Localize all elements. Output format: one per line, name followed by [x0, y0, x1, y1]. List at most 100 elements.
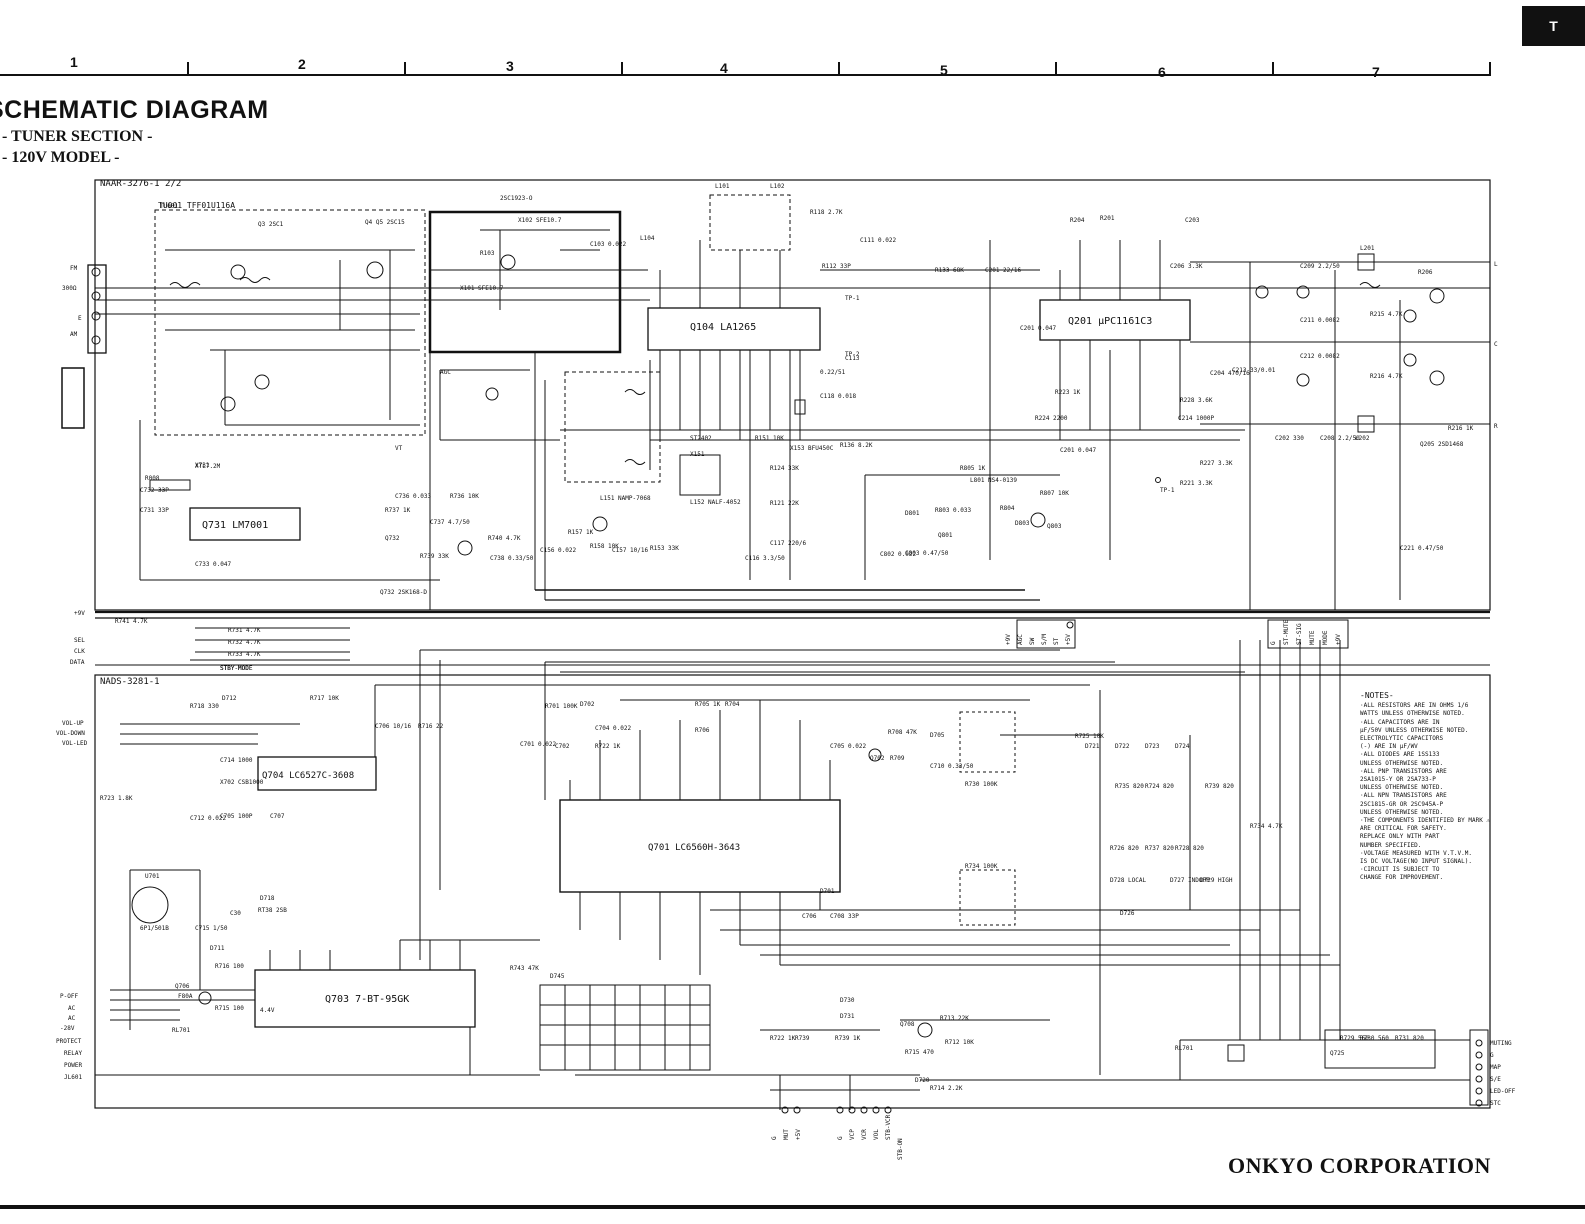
terminal-vol-led: VOL-LED — [62, 740, 88, 747]
svg-text:Q725: Q725 — [1330, 1050, 1345, 1057]
svg-text:D705: D705 — [930, 732, 945, 739]
note-line: UNLESS OTHERWISE NOTED. — [1360, 784, 1444, 792]
terminal-protect: PROTECT — [56, 1038, 82, 1045]
svg-text:C118 0.018: C118 0.018 — [820, 393, 857, 400]
svg-text:C733 0.047: C733 0.047 — [195, 561, 232, 568]
svg-text:R221 3.3K: R221 3.3K — [1180, 480, 1213, 487]
svg-text:RT38 2SB: RT38 2SB — [258, 907, 287, 914]
svg-text:R124 33K: R124 33K — [770, 465, 799, 472]
svg-text:C208 2.2/50: C208 2.2/50 — [1320, 435, 1360, 442]
label-vt: VT — [395, 445, 403, 452]
q201-label: Q201 µPC1161C3 — [1068, 316, 1152, 327]
note-line: ·ALL NPN TRANSISTORS ARE — [1360, 792, 1447, 800]
jl102-pin-5: MODE — [1322, 630, 1329, 645]
svg-text:R733 4.7K: R733 4.7K — [228, 651, 261, 658]
svg-text:R215 4.7K: R215 4.7K — [1370, 311, 1403, 318]
svg-text:R739 820: R739 820 — [1205, 783, 1234, 790]
zone-4-label: 4 — [720, 60, 728, 76]
svg-text:R715 100: R715 100 — [215, 1005, 244, 1012]
terminal-muting: MUTING — [1490, 1040, 1512, 1047]
svg-text:D722: D722 — [1115, 743, 1130, 750]
svg-text:C201 0.047: C201 0.047 — [1020, 325, 1057, 332]
svg-text:C203: C203 — [1185, 217, 1200, 224]
svg-text:R706: R706 — [695, 727, 710, 734]
svg-text:R228 3.6K: R228 3.6K — [1180, 397, 1213, 404]
svg-text:R734 4.7K: R734 4.7K — [1250, 823, 1283, 830]
jl701-pin-4: VOL — [873, 1129, 880, 1140]
jl701-pin-3: VCR — [861, 1129, 868, 1140]
svg-text:R739 1K: R739 1K — [835, 1035, 861, 1042]
svg-text:R740 4.7K: R740 4.7K — [488, 535, 521, 542]
jl102-pin-1: G — [1270, 641, 1277, 645]
terminal-data: DATA — [70, 659, 85, 666]
svg-text:R725 10K: R725 10K — [1075, 733, 1104, 740]
jl102-pin-2: ST-MUTE — [1283, 619, 1290, 645]
svg-text:C706 10/16: C706 10/16 — [375, 723, 412, 730]
svg-text:R701 100K: R701 100K — [545, 703, 578, 710]
note-line: ·THE COMPONENTS IDENTIFIED BY MARK ⚠ — [1360, 817, 1491, 825]
note-line: ·ALL PNP TRANSISTORS ARE — [1360, 767, 1447, 775]
tuner-pack-label: TU001 TFF01U116A — [158, 201, 235, 210]
svg-text:C731 33P: C731 33P — [140, 507, 169, 514]
svg-text:R731 820: R731 820 — [1395, 1035, 1424, 1042]
note-line: IS DC VOLTAGE(NO INPUT SIGNAL). — [1360, 858, 1472, 866]
control-board-label: NADS-3281-1 — [100, 677, 160, 687]
q104-label: Q104 LA1265 — [690, 322, 756, 333]
zone-6-label: 6 — [1158, 64, 1166, 80]
svg-text:ST2402: ST2402 — [690, 435, 712, 442]
terminal-28v: -28V — [60, 1025, 75, 1032]
svg-text:D731: D731 — [840, 1013, 855, 1020]
svg-text:C710 0.33/50: C710 0.33/50 — [930, 763, 974, 770]
svg-text:R732 4.7K: R732 4.7K — [228, 639, 261, 646]
svg-text:C212 0.0082: C212 0.0082 — [1300, 353, 1340, 360]
svg-text:R741 4.7K: R741 4.7K — [115, 618, 148, 625]
svg-text:R204: R204 — [1070, 217, 1085, 224]
svg-text:2SC1923-O: 2SC1923-O — [500, 195, 533, 202]
svg-text:Q205 2SD1468: Q205 2SD1468 — [1420, 441, 1464, 448]
svg-text:C738 0.33/50: C738 0.33/50 — [490, 555, 534, 562]
terminal-9v: +9V — [74, 610, 85, 617]
svg-text:D702: D702 — [580, 701, 595, 708]
svg-text:Q803: Q803 — [1047, 523, 1062, 530]
svg-text:L801 NS4-0139: L801 NS4-0139 — [970, 477, 1017, 484]
svg-text:C213 33/0.01: C213 33/0.01 — [1232, 367, 1276, 374]
svg-text:U701: U701 — [145, 873, 160, 880]
svg-text:D701: D701 — [820, 888, 835, 895]
terminal-sel: SEL — [74, 637, 85, 644]
note-line: WATTS UNLESS OTHERWISE NOTED. — [1360, 710, 1465, 718]
svg-text:R709: R709 — [890, 755, 905, 762]
svg-text:R705 1K: R705 1K — [695, 701, 721, 708]
note-line: UNLESS OTHERWISE NOTED. — [1360, 759, 1444, 767]
jl105-pin-1: G — [771, 1136, 778, 1140]
svg-text:R216 4.7K: R216 4.7K — [1370, 373, 1403, 380]
svg-text:R713 22K: R713 22K — [940, 1015, 969, 1022]
svg-text:R121 22K: R121 22K — [770, 500, 799, 507]
svg-text:C111 0.022: C111 0.022 — [860, 237, 897, 244]
svg-text:D729 HIGH: D729 HIGH — [1200, 877, 1233, 884]
q703-label: Q703 7-BT-95GK — [325, 994, 409, 1005]
svg-text:D718: D718 — [260, 895, 275, 902]
svg-text:TP-1: TP-1 — [1160, 487, 1175, 494]
svg-text:C206 3.3K: C206 3.3K — [1170, 263, 1203, 270]
label-stby: STBY-MODE — [220, 665, 253, 672]
svg-text:C732 33P: C732 33P — [140, 487, 169, 494]
svg-text:D721: D721 — [1085, 743, 1100, 750]
svg-text:R724 820: R724 820 — [1145, 783, 1174, 790]
note-line: UNLESS OTHERWISE NOTED. — [1360, 808, 1444, 816]
svg-text:R722 1K: R722 1K — [770, 1035, 796, 1042]
terminal-fm: FM — [70, 265, 78, 272]
terminal-map: MAP — [1490, 1064, 1501, 1071]
label-tp2: TP-2 — [845, 351, 860, 358]
terminal-led-off: LED-OFF — [1490, 1088, 1516, 1095]
svg-text:C211 0.0082: C211 0.0082 — [1300, 317, 1340, 324]
svg-text:R726 820: R726 820 — [1110, 845, 1139, 852]
svg-text:L152 NALF-4052: L152 NALF-4052 — [690, 499, 741, 506]
terminal-vol-up: VOL-UP — [62, 720, 84, 727]
svg-text:RL701: RL701 — [1175, 1045, 1193, 1052]
svg-text:R805 1K: R805 1K — [960, 465, 986, 472]
note-line: NUMBER SPECIFIED. — [1360, 841, 1422, 849]
svg-text:C707: C707 — [270, 813, 285, 820]
jl102-pin-6: +9V — [1335, 634, 1342, 645]
corporation-name: ONKYO CORPORATION — [1228, 1153, 1491, 1178]
svg-text:R730 100K: R730 100K — [965, 781, 998, 788]
